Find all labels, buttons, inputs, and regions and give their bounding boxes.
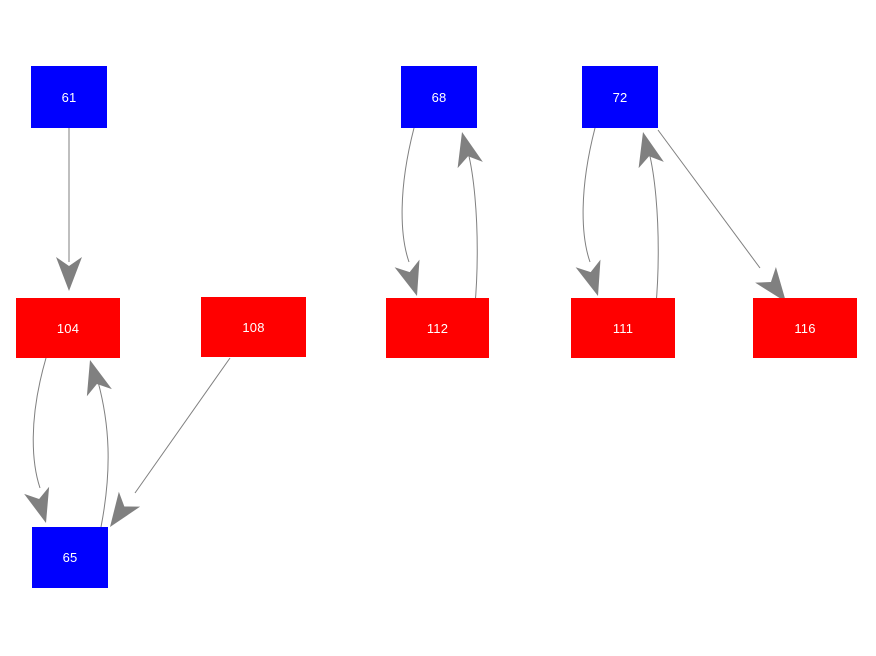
node-label: 104: [56, 320, 80, 336]
graph-node-65[interactable]: 65: [32, 527, 108, 588]
graph-edge: [394, 127, 420, 296]
node-label: 112: [426, 320, 449, 336]
graph-edge: [657, 129, 786, 302]
dart-arrowhead-icon: [575, 259, 601, 296]
node-label: 116: [794, 320, 816, 336]
graph-edge: [86, 360, 112, 528]
dart-arrowhead-icon: [24, 486, 50, 523]
graph-node-112[interactable]: 112: [386, 298, 489, 358]
edge-line: [582, 127, 596, 263]
graph-edge: [110, 357, 231, 527]
graph-node-68[interactable]: 68: [401, 66, 477, 128]
edge-line: [401, 127, 415, 263]
graph-node-104[interactable]: 104: [16, 298, 120, 358]
node-label: 65: [62, 550, 78, 565]
dart-arrowhead-icon: [638, 132, 664, 169]
edge-line: [32, 357, 47, 489]
dart-arrowhead-icon: [110, 491, 141, 527]
node-label: 111: [612, 320, 634, 336]
edge-line: [96, 377, 109, 528]
graph-node-108[interactable]: 108: [201, 297, 306, 357]
node-label: 72: [612, 89, 628, 105]
edge-line: [657, 129, 761, 269]
dart-arrowhead-icon: [394, 259, 420, 296]
graph-node-61[interactable]: 61: [31, 66, 107, 128]
graph-node-111[interactable]: 111: [571, 298, 675, 358]
node-label: 68: [431, 89, 447, 105]
graph-edge: [24, 357, 50, 523]
node-label: 61: [61, 89, 77, 105]
dart-arrowhead-icon: [56, 257, 82, 291]
edge-line: [134, 357, 231, 494]
graph-node-72[interactable]: 72: [582, 66, 658, 128]
graph-edge: [56, 128, 82, 291]
node-label: 108: [242, 319, 265, 335]
dart-arrowhead-icon: [457, 132, 483, 169]
dart-arrowhead-icon: [86, 360, 112, 397]
graph-node-116[interactable]: 116: [753, 298, 857, 358]
graph-edge: [575, 127, 601, 296]
dart-arrowhead-icon: [755, 267, 786, 302]
